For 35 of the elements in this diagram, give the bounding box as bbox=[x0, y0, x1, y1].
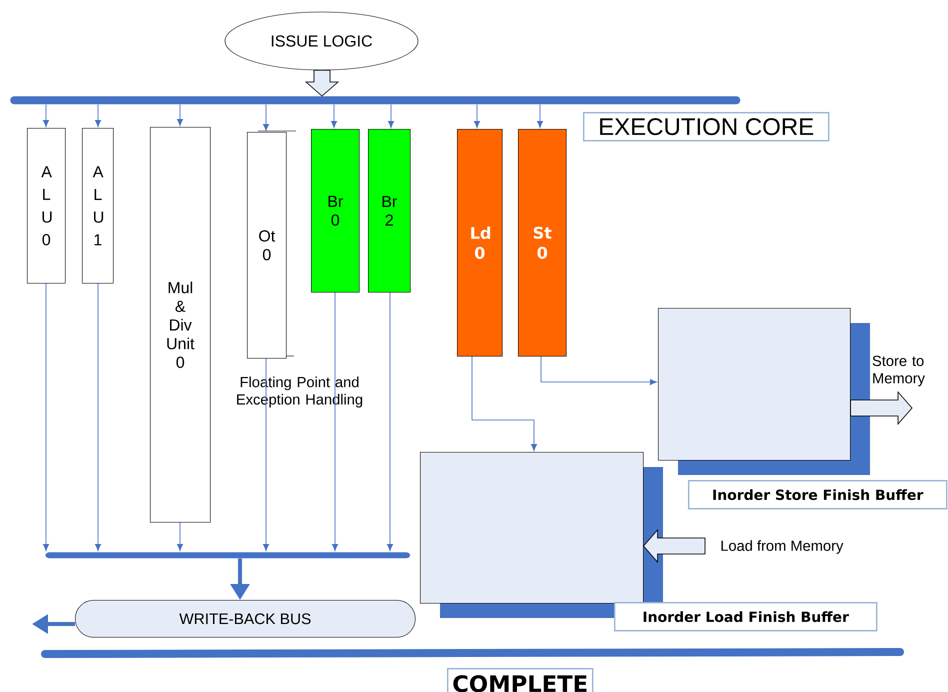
unit-box: A L U 0 bbox=[27, 128, 66, 284]
bus-box: WRITE-BACK BUS bbox=[75, 600, 416, 638]
arrow bbox=[388, 104, 394, 128]
arrow bbox=[95, 104, 101, 127]
block-arrow bbox=[643, 528, 706, 564]
arrow bbox=[474, 104, 480, 128]
title-box: COMPLETE bbox=[447, 668, 594, 692]
unit-box: Ld 0 bbox=[457, 129, 503, 357]
arrow bbox=[177, 522, 183, 551]
arrow bbox=[537, 104, 543, 128]
title-box: Inorder Load Finish Buffer bbox=[614, 602, 878, 632]
buffer-box bbox=[658, 308, 870, 475]
block-arrow bbox=[850, 390, 913, 426]
arrow bbox=[263, 104, 269, 131]
arrow bbox=[472, 356, 537, 451]
note-text: Load from Memory bbox=[722, 540, 844, 554]
arrow bbox=[387, 292, 393, 551]
title-box: Inorder Store Finish Buffer bbox=[688, 480, 948, 510]
unit-box: A L U 1 bbox=[82, 128, 114, 284]
arrow bbox=[95, 283, 101, 551]
bus-bar bbox=[10, 96, 740, 104]
unit-box: Mul & Div Unit 0 bbox=[150, 127, 211, 523]
arrow bbox=[263, 358, 269, 551]
arrow bbox=[332, 292, 338, 551]
arrow bbox=[43, 104, 49, 127]
unit-box: Br 0 bbox=[311, 129, 360, 293]
unit-box: St 0 bbox=[518, 129, 567, 357]
arrow bbox=[540, 356, 657, 385]
block-arrow bbox=[304, 70, 340, 97]
unit-box: Br 2 bbox=[368, 129, 411, 293]
arrow bbox=[177, 104, 183, 126]
title-box: EXECUTION CORE bbox=[583, 112, 830, 142]
arrow bbox=[43, 283, 49, 551]
note-text: Store to Memory bbox=[872, 356, 925, 386]
arrow bbox=[331, 104, 337, 128]
